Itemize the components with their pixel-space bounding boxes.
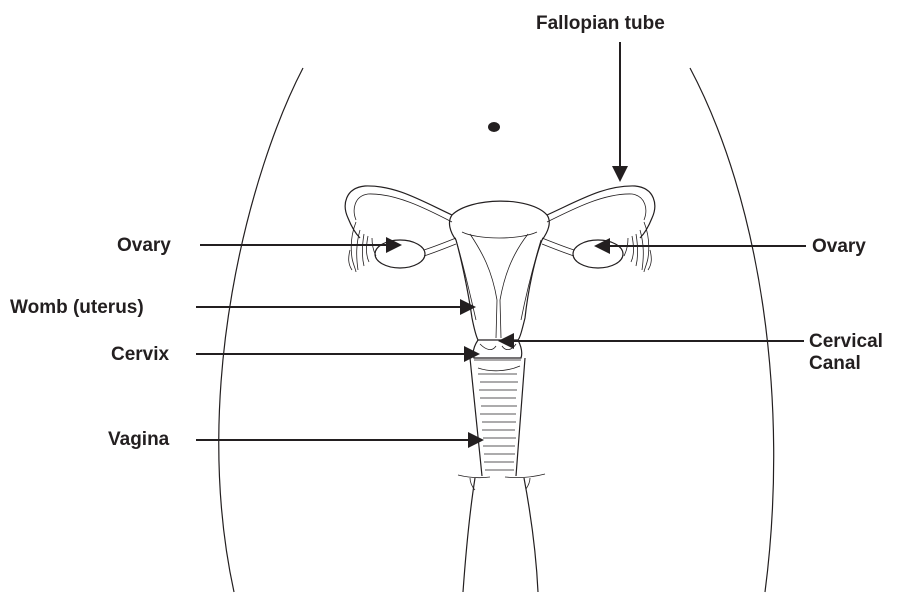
arrow-cervical-canal — [498, 333, 804, 349]
body-outline-left — [219, 68, 303, 592]
ovarian-ligament-right — [542, 238, 574, 256]
label-ovary-right: Ovary — [812, 236, 866, 258]
vagina-inner-wall — [474, 360, 521, 371]
fallopian-tube-right — [547, 186, 655, 238]
arrow-womb — [196, 299, 476, 315]
arrow-vagina — [196, 432, 484, 448]
vagina-outline — [470, 358, 525, 476]
label-cervix: Cervix — [111, 344, 169, 366]
cervix-outline — [473, 340, 522, 358]
body-outline-right — [690, 68, 774, 592]
ovarian-ligament-left — [424, 238, 456, 256]
vulva-tail-right — [526, 478, 530, 489]
label-cervical-canal: Cervical Canal — [809, 331, 883, 375]
vulva-outline — [458, 474, 545, 478]
label-cervical-line2: Canal — [809, 353, 883, 375]
vagina-rugae — [478, 374, 518, 470]
navel — [488, 122, 500, 132]
arrow-fallopian-tube — [612, 42, 628, 182]
leg-inner-right — [524, 478, 538, 592]
label-cervical-line1: Cervical — [809, 331, 883, 353]
label-ovary-left: Ovary — [117, 235, 171, 257]
label-womb: Womb (uterus) — [10, 297, 144, 319]
fimbriae-left — [349, 222, 376, 272]
label-vagina: Vagina — [108, 429, 169, 451]
arrow-cervix — [196, 346, 480, 362]
fallopian-tube-left — [345, 186, 452, 238]
leg-inner-left — [463, 478, 475, 592]
label-fallopian-tube: Fallopian tube — [536, 13, 665, 35]
